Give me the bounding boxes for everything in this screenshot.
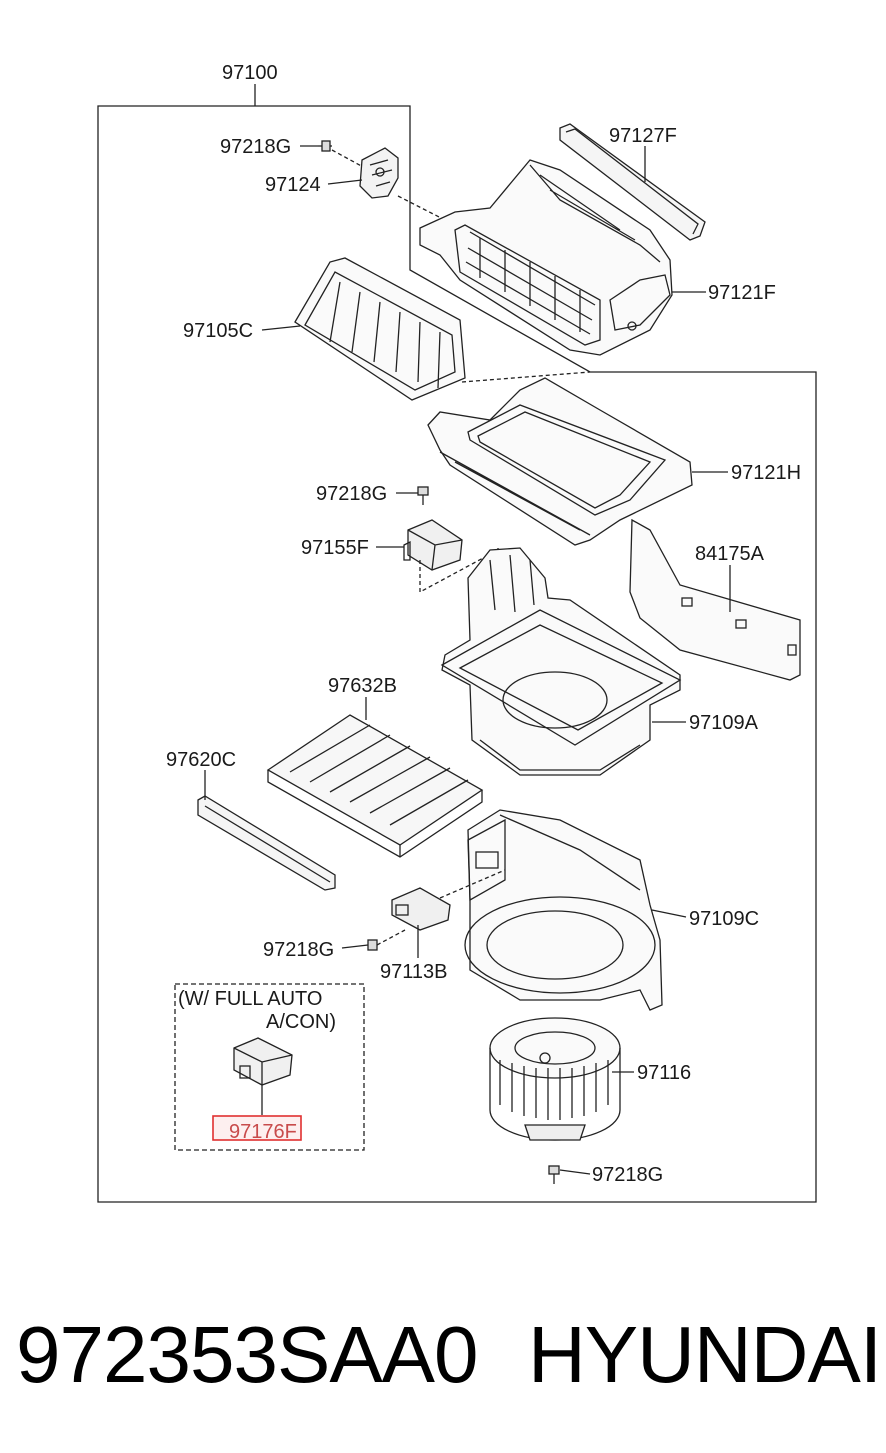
option-group-box [174,983,365,1151]
filter-frame-icon [427,377,693,546]
highlighted-part-label: 97176F [229,1121,297,1143]
caption-bar: 972353SAA0 HYUNDAI [0,1300,886,1410]
part-label: 97218G [316,483,387,505]
assembly-outline [97,84,817,1203]
part-label: 97218G [220,136,291,158]
cabin-air-filter-icon [266,714,484,858]
seal-gasket-icon [559,123,706,241]
screw-icon [417,486,429,505]
blower-motor-icon [489,1017,621,1141]
part-label: 97121F [708,282,776,304]
part-number: 972353SAA0 [16,1310,479,1399]
part-label: 97109C [689,908,759,930]
part-label: 97105C [183,320,253,342]
brand-name: HYUNDAI [528,1310,882,1399]
scroll-case-icon [464,809,663,1011]
part-label: 97632B [328,675,397,697]
part-label: 97620C [166,749,236,771]
part-label: 97127F [609,125,677,147]
leader-lines [204,145,731,1175]
lower-blower-case-icon [440,547,682,776]
screw-icon [318,140,366,169]
upper-case-icon [419,159,673,356]
highlight-box [212,1115,302,1141]
part-label: 97113B [380,961,447,983]
part-label: 97124 [265,174,321,196]
resistor-module-icon [233,1037,293,1115]
part-label: 97109A [689,712,759,734]
part-label: 84175A [695,543,765,565]
option-note-line1: (W/ FULL AUTO [178,988,322,1010]
screw-icon [548,1165,560,1184]
part-label: 97116 [637,1062,691,1084]
part-label: 97218G [263,939,334,961]
actuator-icon [359,147,446,221]
part-label: 97155F [301,537,369,559]
filter-cover-strip-icon [197,795,336,891]
sensor-icon [391,869,506,931]
assembly-ref-label: 97100 [222,62,278,84]
exploded-parts-diagram: 97100 97218G 97124 97127F 97121F 97105C … [97,62,817,1203]
air-intake-door-icon [294,257,591,401]
part-label: 97121H [731,462,801,484]
part-label: 97218G [592,1164,663,1186]
screw-icon [367,929,406,951]
option-note-line2: A/CON) [266,1011,336,1033]
duct-cover-icon [629,518,801,681]
